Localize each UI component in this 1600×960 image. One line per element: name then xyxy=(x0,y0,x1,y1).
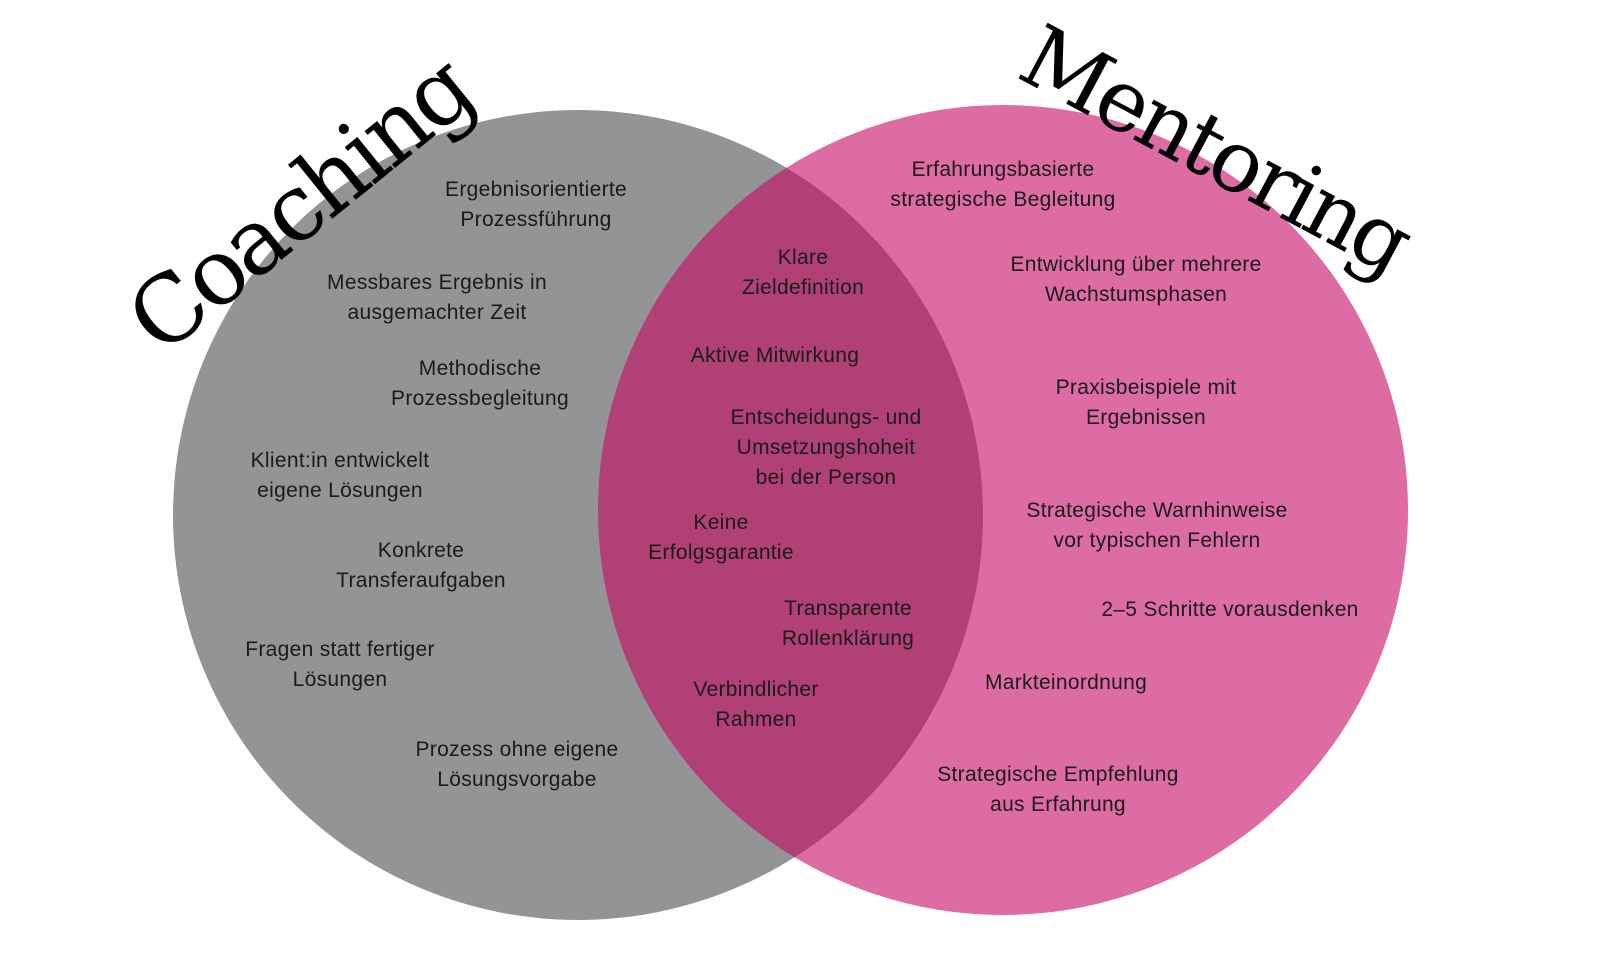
shared-item: Aktive Mitwirkung xyxy=(690,344,860,367)
overlap-region xyxy=(598,110,983,915)
mentoring-item: Strategische Empfehlung aus Erfahrung xyxy=(937,763,1179,816)
mentoring-item: 2–5 Schritte vorausdenken xyxy=(1101,598,1359,621)
coaching-item: Methodische Prozessbegleitung xyxy=(391,357,569,410)
coaching-item: Ergebnisorientierte Prozessführung xyxy=(445,178,627,231)
shared-item: Verbindlicher Rahmen xyxy=(693,678,819,731)
coaching-item: Prozess ohne eigene Lösungsvorgabe xyxy=(415,738,619,791)
mentoring-item: Strategische Warnhinweise vor typischen … xyxy=(1026,499,1288,552)
shared-item: Entscheidungs- und Umsetzungshoheit bei … xyxy=(730,406,922,489)
mentoring-item: Praxisbeispiele mit Ergebnissen xyxy=(1055,376,1237,429)
shared-item: Klare Zieldefinition xyxy=(741,246,865,299)
mentoring-item: Markteinordnung xyxy=(984,671,1148,694)
mentoring-item: Erfahrungsbasierte strategische Begleitu… xyxy=(890,158,1116,211)
mentoring-item: Entwicklung über mehrere Wachstumsphasen xyxy=(1010,253,1262,306)
coaching-item: Klient:in entwickelt eigene Lösungen xyxy=(250,449,430,502)
shared-item: Keine Erfolgsgarantie xyxy=(648,511,794,564)
coaching-item: Messbares Ergebnis in ausgemachter Zeit xyxy=(327,271,547,324)
shared-item: Transparente Rollenklärung xyxy=(781,597,915,650)
coaching-item: Fragen statt fertiger Lösungen xyxy=(245,638,435,691)
coaching-item: Konkrete Transferaufgaben xyxy=(336,539,506,592)
